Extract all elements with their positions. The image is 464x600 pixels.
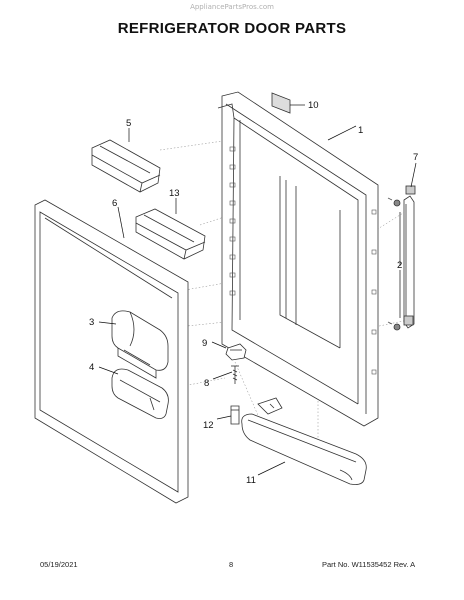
callout-8: 8 (204, 378, 209, 389)
part-bin-5 (91, 139, 161, 193)
part-pin-12 (230, 405, 240, 425)
part-hinge-cam-9 (225, 343, 247, 361)
callout-10: 10 (308, 100, 319, 111)
part-handle-2 (387, 185, 416, 331)
callout-11: 11 (246, 475, 256, 486)
part-dairy-bin-4 (111, 368, 169, 419)
callout-2: 2 (397, 260, 402, 271)
footer-date: 05/19/2021 (40, 560, 78, 569)
part-bin-13 (135, 208, 206, 260)
watermark: AppliancePartsPros.com (190, 3, 274, 11)
callout-5: 5 (126, 118, 131, 129)
callout-1: 1 (358, 125, 363, 136)
part-label-10 (271, 92, 291, 114)
assembly-guide-lines (149, 139, 409, 440)
callout-13: 13 (169, 188, 180, 199)
callout-12: 12 (203, 420, 214, 431)
footer-page-number: 8 (229, 560, 234, 569)
callout-3: 3 (89, 317, 94, 328)
part-gasket-6 (34, 199, 189, 504)
callout-9: 9 (202, 338, 207, 349)
footer-part-number: Part No. W11535452 Rev. A (322, 560, 416, 569)
callout-6: 6 (112, 198, 117, 209)
part-dairy-door-3 (111, 310, 169, 379)
page-title: REFRIGERATOR DOOR PARTS (117, 20, 347, 37)
leader-lines (98, 104, 417, 476)
part-door-1 (217, 91, 379, 427)
callout-7: 7 (413, 152, 418, 163)
part-door-shelf-11 (241, 397, 367, 485)
part-screw-8 (231, 365, 239, 384)
callout-4: 4 (89, 362, 94, 373)
